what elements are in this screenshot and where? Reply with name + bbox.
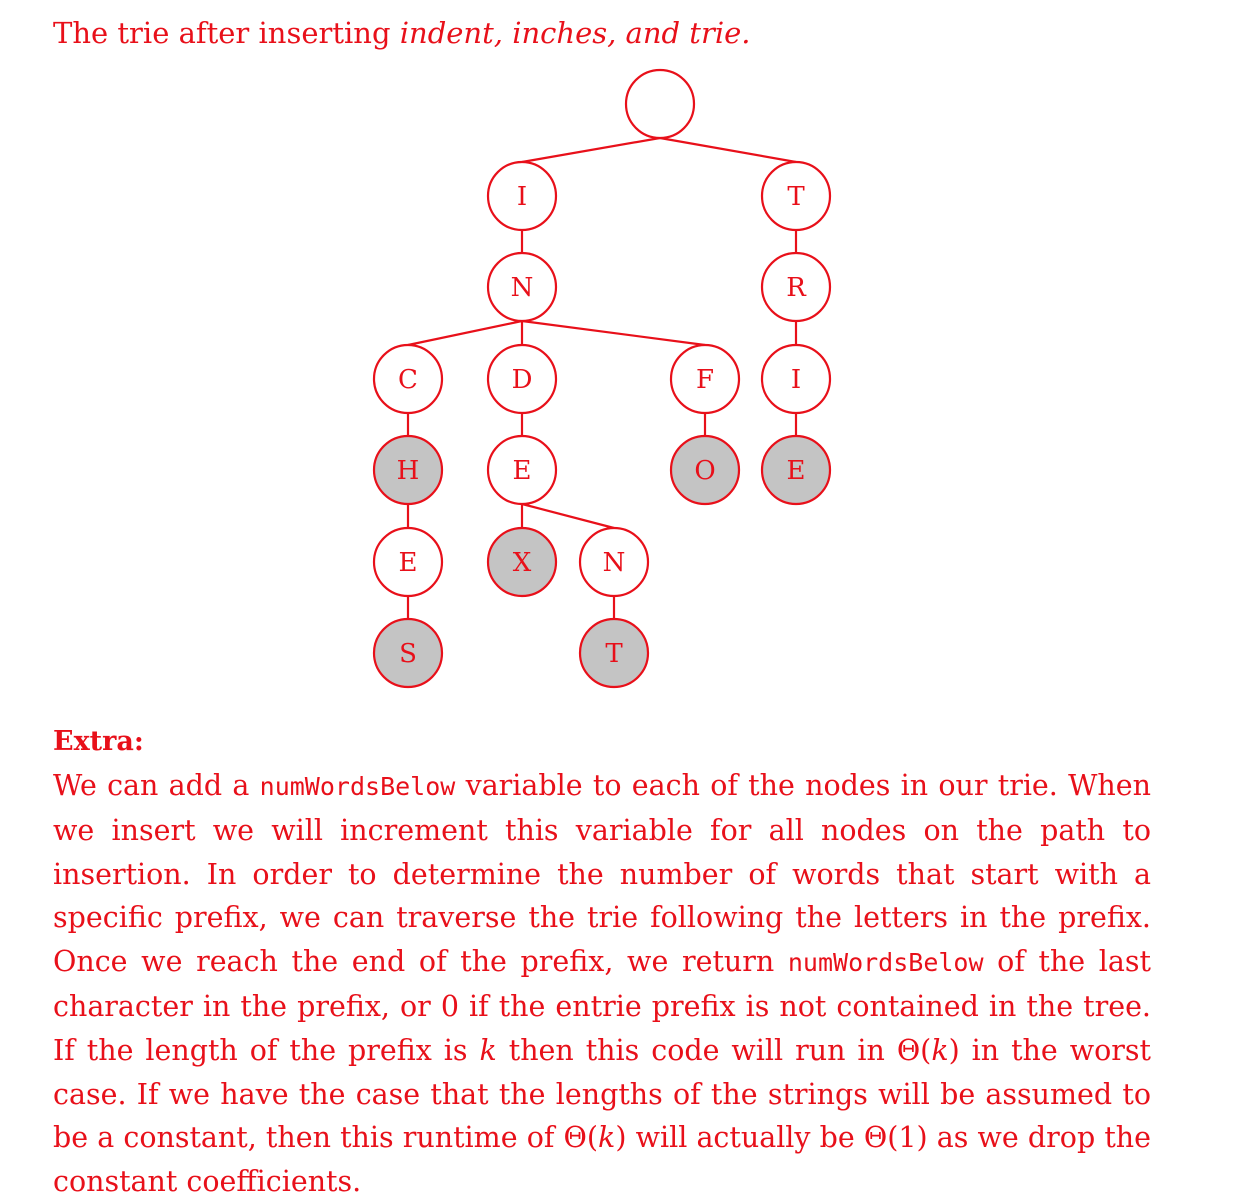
trie-edge-root-T1 [659, 136, 797, 164]
extra-text-2: variable to each of the nodes in our tri… [53, 769, 1151, 979]
node-label: T [605, 639, 623, 669]
trie-node-E1: E [486, 434, 558, 506]
code-numwordsbelow-2: numWordsBelow [787, 948, 984, 978]
caption-prefix: The trie after inserting [53, 16, 400, 50]
node-label: E [513, 456, 532, 486]
word-end-node-circle [372, 434, 444, 506]
trie-node-N1: N [486, 251, 558, 323]
node-circle [760, 251, 832, 323]
math-k-2: k [931, 1033, 949, 1067]
trie-node-E3: E [372, 526, 444, 598]
node-label: H [397, 456, 420, 486]
node-circle [372, 526, 444, 598]
node-circle [669, 343, 741, 415]
node-label: O [694, 456, 715, 486]
node-label: C [398, 365, 418, 395]
trie-node-I2: I [760, 343, 832, 415]
math-k-3: k [598, 1121, 616, 1155]
word-end-node-circle [578, 617, 650, 689]
figure-caption: The trie after inserting indent, inches,… [53, 14, 750, 52]
extra-text-5: ) in the worst case. If we have the case… [53, 1033, 1151, 1155]
node-label: I [791, 365, 801, 395]
trie-node-C1: C [372, 343, 444, 415]
trie-edge-N1-C1 [407, 319, 523, 347]
node-circle [760, 160, 832, 232]
node-circle [578, 526, 650, 598]
trie-edge-N1-F1 [521, 319, 706, 347]
node-label: R [786, 273, 807, 303]
word-end-node-circle [669, 434, 741, 506]
node-circle [486, 251, 558, 323]
node-label: I [517, 182, 527, 212]
math-k-1: k [479, 1033, 497, 1067]
node-circle [760, 343, 832, 415]
node-circle [486, 160, 558, 232]
extra-heading: Extra: [53, 726, 144, 757]
node-label: N [511, 273, 534, 303]
extra-text-3: of the last character in the prefix, or … [53, 945, 1151, 1067]
node-label: N [603, 548, 626, 578]
node-label: E [787, 456, 806, 486]
extra-text-4: then this code will run in Θ( [496, 1033, 932, 1067]
trie-edge-root-I1 [521, 136, 661, 164]
trie-node-S1: S [372, 617, 444, 689]
node-label: E [399, 548, 418, 578]
caption-words: indent, inches, and trie. [399, 16, 751, 50]
extra-paragraph: We can add a numWordsBelow variable to e… [53, 764, 1151, 1204]
node-circle [486, 434, 558, 506]
trie-node-E2: E [760, 434, 832, 506]
word-end-node-circle [372, 617, 444, 689]
trie-root-node [624, 68, 696, 140]
node-circle [624, 68, 696, 140]
node-label: D [512, 365, 533, 395]
trie-node-I1: I [486, 160, 558, 232]
word-end-node-circle [486, 526, 558, 598]
trie-node-X1: X [486, 526, 558, 598]
trie-node-O1: O [669, 434, 741, 506]
trie-node-T2: T [578, 617, 650, 689]
trie-edge-E1-N2 [521, 502, 615, 530]
extra-text-1: We can add a [53, 769, 260, 802]
trie-node-D1: D [486, 343, 558, 415]
word-end-node-circle [760, 434, 832, 506]
trie-diagram: I T N R C D F I H E O E E X N S T [372, 68, 832, 689]
node-circle [486, 343, 558, 415]
node-circle [372, 343, 444, 415]
trie-node-H1: H [372, 434, 444, 506]
trie-node-T1: T [760, 160, 832, 232]
node-label: T [787, 182, 805, 212]
trie-node-F1: F [669, 343, 741, 415]
code-numwordsbelow-1: numWordsBelow [259, 772, 456, 801]
node-label: F [696, 365, 714, 395]
node-label: S [399, 639, 417, 669]
trie-node-R1: R [760, 251, 832, 323]
node-label: X [513, 548, 532, 578]
trie-node-N2: N [578, 526, 650, 598]
